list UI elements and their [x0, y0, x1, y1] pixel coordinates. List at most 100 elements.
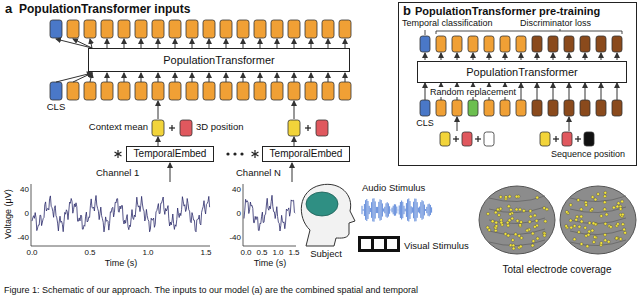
- electrode-dot: [505, 195, 508, 198]
- audio-waveform: [407, 199, 408, 220]
- electrode-dot: [529, 209, 532, 212]
- arrow: [425, 53, 426, 60]
- process-box: TemporalEmbed: [126, 146, 214, 162]
- audio-waveform: [418, 208, 419, 213]
- token: [169, 20, 181, 38]
- electrode-dot: [604, 239, 607, 242]
- electrode-dot: [518, 234, 521, 237]
- brain-gyrus: [570, 229, 626, 235]
- token: [452, 36, 462, 52]
- annotation-label: Subject: [310, 249, 342, 260]
- audio-waveform: [381, 200, 382, 220]
- ellipsis-dot: [240, 152, 243, 155]
- electrode-dot: [577, 231, 580, 234]
- ellipsis-dot: [226, 152, 229, 155]
- audio-waveform: [417, 202, 418, 218]
- arrow: [505, 53, 506, 60]
- electrode-dot: [591, 208, 594, 211]
- electrode-dot: [607, 240, 610, 243]
- token: [152, 120, 164, 136]
- plot-axis: [31, 246, 210, 247]
- audio-waveform: [388, 203, 389, 216]
- electrode-dot: [504, 232, 507, 235]
- arrow: [601, 53, 602, 60]
- arrow: [56, 39, 92, 48]
- arrow: [260, 39, 261, 48]
- token: [516, 100, 526, 116]
- arrow: [328, 39, 329, 48]
- electrode-dot: [494, 211, 497, 214]
- audio-waveform: [404, 206, 405, 214]
- electrode-dot: [605, 213, 608, 216]
- annotation-label: Time (s): [105, 258, 138, 268]
- audio-waveform: [386, 203, 387, 216]
- token: [67, 82, 79, 100]
- arrow: [569, 83, 570, 100]
- annotation-label: 1.0: [142, 248, 153, 257]
- arrow: [124, 73, 125, 82]
- audio-waveform: [387, 202, 388, 218]
- electrode-dot: [531, 232, 534, 235]
- token: [420, 36, 430, 52]
- arrow: [73, 39, 92, 48]
- audio-waveform: [431, 207, 432, 212]
- subject-brain: [306, 192, 338, 216]
- annotation-label: CLS: [47, 102, 65, 113]
- annotation-label: -40: [17, 233, 29, 242]
- token: [468, 36, 478, 52]
- electrode-dot: [604, 191, 607, 194]
- annotation-label: 1.0: [272, 248, 283, 257]
- film-frame: [387, 239, 397, 249]
- arrow: [328, 73, 329, 82]
- electrode-dot: [588, 221, 591, 224]
- electrode-dot: [533, 225, 536, 228]
- electrode-dot: [600, 242, 603, 245]
- audio-waveform: [377, 207, 378, 213]
- audio-waveform: [414, 199, 415, 222]
- leader-line: [425, 30, 426, 35]
- plot-axis: [243, 184, 244, 246]
- token: [500, 100, 510, 116]
- annotation-label: Visual Stimulus: [404, 241, 469, 252]
- token: [562, 132, 572, 146]
- annotation-label: 0.5: [256, 248, 267, 257]
- subject-head: [301, 184, 355, 246]
- token: [186, 20, 198, 38]
- film-frame: [374, 239, 384, 249]
- electrode-dot: [600, 215, 603, 218]
- audio-waveform: [401, 201, 402, 220]
- arrow: [617, 83, 618, 100]
- token: [339, 20, 351, 38]
- audio-waveform: [399, 205, 400, 214]
- panel-heading: PopulationTransformer inputs: [19, 3, 190, 17]
- electrode-dot: [576, 215, 579, 218]
- token: [101, 82, 113, 100]
- electrode-dot: [573, 238, 576, 241]
- token: [440, 132, 450, 146]
- token: [169, 82, 181, 100]
- annotation-label: Audio Stimulus: [362, 183, 425, 194]
- electrode-dot: [487, 212, 490, 215]
- token: [203, 20, 215, 38]
- audio-waveform: [369, 206, 370, 214]
- electrode-dot: [497, 209, 500, 212]
- token: [180, 120, 192, 136]
- electrode-dot: [508, 219, 511, 222]
- token: [220, 20, 232, 38]
- electrode-dot: [591, 229, 594, 232]
- arrow: [473, 53, 474, 60]
- brain-gyrus: [489, 240, 545, 246]
- arrow: [521, 83, 522, 100]
- token: [118, 82, 130, 100]
- bracket: [622, 31, 623, 34]
- arrow: [107, 39, 108, 48]
- arrow: [311, 73, 312, 82]
- annotation-label: Channel N: [236, 168, 281, 179]
- annotation-label: -40: [229, 233, 241, 242]
- token: [271, 82, 283, 100]
- eeg-trace: [32, 196, 210, 232]
- token: [462, 132, 472, 146]
- ellipsis-dot: [233, 152, 236, 155]
- box-label: PopulationTransformer: [466, 66, 577, 79]
